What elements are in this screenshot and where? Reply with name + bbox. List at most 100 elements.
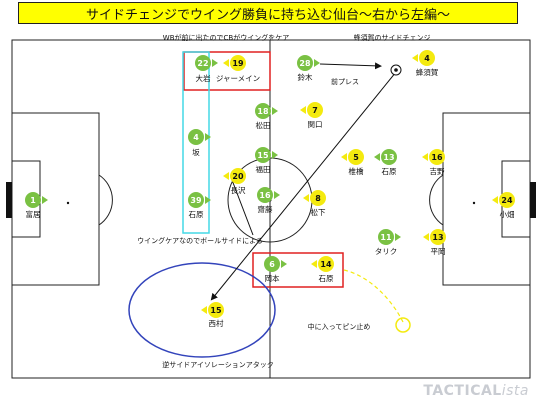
- player-marker: [188, 129, 204, 145]
- player-direction-arrow: [422, 153, 428, 161]
- right-penalty-area: [442, 112, 531, 286]
- player-name: 平岡: [431, 247, 446, 256]
- player-yellow-16: 16 吉野: [422, 149, 445, 176]
- player-name: 吉野: [430, 167, 445, 176]
- player-name: 松下: [311, 207, 326, 217]
- player-direction-arrow: [492, 196, 498, 204]
- player-number: 5: [353, 153, 359, 162]
- player-direction-arrow: [272, 151, 278, 159]
- annotation-ball-side: ウイングケアなのでボールサイドによる: [137, 236, 263, 245]
- right-penalty-spot: [472, 201, 476, 205]
- player-green-11: 11 タリク: [375, 229, 401, 256]
- player-green-15: 15 福田: [255, 147, 278, 174]
- player-marker: [257, 187, 273, 203]
- player-number: 19: [232, 59, 244, 68]
- right-goal: [530, 182, 536, 218]
- player-number: 15: [257, 151, 269, 160]
- right-penalty-arc: [429, 174, 444, 226]
- player-direction-arrow: [274, 191, 280, 199]
- player-marker: [255, 147, 271, 163]
- player-direction-arrow: [311, 260, 317, 268]
- player-number: 16: [431, 153, 443, 162]
- player-number: 11: [380, 233, 392, 242]
- player-green-4: 4坂: [188, 129, 211, 157]
- player-name: 関口: [308, 120, 323, 129]
- player-marker: [381, 149, 397, 165]
- player-direction-arrow: [205, 196, 211, 204]
- player-name: 福田: [256, 165, 271, 174]
- player-marker: [297, 55, 313, 71]
- player-name: 石原: [382, 167, 397, 176]
- player-direction-arrow: [281, 260, 287, 268]
- player-marker: [348, 149, 364, 165]
- run-target-circle: [395, 317, 411, 333]
- player-name: 西村: [209, 318, 224, 328]
- player-name: 富居: [26, 209, 41, 219]
- player-direction-arrow: [314, 59, 320, 67]
- player-direction-arrow: [341, 153, 347, 161]
- inside-run-dashed: [343, 269, 404, 323]
- player-yellow-7: 7 関口: [300, 102, 323, 129]
- player-marker: [430, 229, 446, 245]
- player-gk-green: 1 富居: [25, 192, 48, 219]
- player-marker: [230, 55, 246, 71]
- player-name: 石原: [319, 274, 334, 283]
- player-marker: [307, 102, 323, 118]
- player-direction-arrow: [303, 194, 309, 202]
- player-name: 大岩: [196, 73, 211, 83]
- title-text: サイドチェンジでウイング勝負に持ち込む仙台〜右から左編〜: [85, 7, 450, 23]
- title-banner: サイドチェンジでウイング勝負に持ち込む仙台〜右から左編〜: [18, 2, 518, 24]
- player-number: 8: [315, 194, 321, 203]
- player-marker: [255, 103, 271, 119]
- player-number: 1: [30, 196, 36, 205]
- player-number: 15: [210, 306, 222, 315]
- player-yellow-5: 5椎橋: [341, 149, 364, 176]
- player-yellow-13: 13 平岡: [423, 229, 446, 256]
- player-direction-arrow: [212, 59, 218, 67]
- annotation-wb-note: WBが前に出たのでCBがウイングをケア: [163, 33, 289, 42]
- player-marker: [195, 55, 211, 71]
- player-number: 24: [501, 196, 513, 205]
- press-arrow: [319, 62, 382, 70]
- cyan-box-wing: [182, 51, 210, 234]
- player-direction-arrow: [412, 54, 418, 62]
- player-yellow-14: 14 石原: [311, 256, 334, 283]
- player-name: タリク: [375, 247, 398, 256]
- player-direction-arrow: [395, 233, 401, 241]
- player-name: 岡本: [265, 273, 280, 283]
- player-name: 蜂須賀: [416, 67, 439, 77]
- player-name: 小畑: [500, 210, 515, 219]
- isolation-ellipse: [128, 262, 276, 358]
- player-direction-arrow: [205, 133, 211, 141]
- player-yellow-8: 8 松下: [303, 190, 326, 217]
- player-direction-arrow: [374, 153, 380, 161]
- ball-icon: [390, 64, 402, 76]
- players-layer: 1富居22大岩4坂39石原18松田15福田16齋藤28鈴木13石原11タリク6岡…: [25, 50, 515, 328]
- player-number: 14: [320, 260, 332, 269]
- long-pass-arrow: [210, 71, 397, 301]
- player-number: 7: [312, 106, 318, 115]
- player-number: 39: [190, 196, 202, 205]
- player-direction-arrow: [42, 196, 48, 204]
- player-number: 13: [432, 233, 443, 242]
- player-number: 13: [383, 153, 394, 162]
- watermark: TACTICALista: [423, 383, 529, 399]
- red-box-bottom: [252, 252, 344, 288]
- player-marker: [25, 192, 41, 208]
- player-name: 齋藤: [258, 204, 273, 214]
- player-number: 4: [193, 133, 199, 142]
- player-direction-arrow: [223, 172, 229, 180]
- player-marker: [208, 302, 224, 318]
- player-green-6: 6岡本: [264, 256, 287, 283]
- player-name: 坂: [192, 147, 200, 157]
- red-box-top: [183, 51, 271, 91]
- left-penalty-spot: [66, 201, 70, 205]
